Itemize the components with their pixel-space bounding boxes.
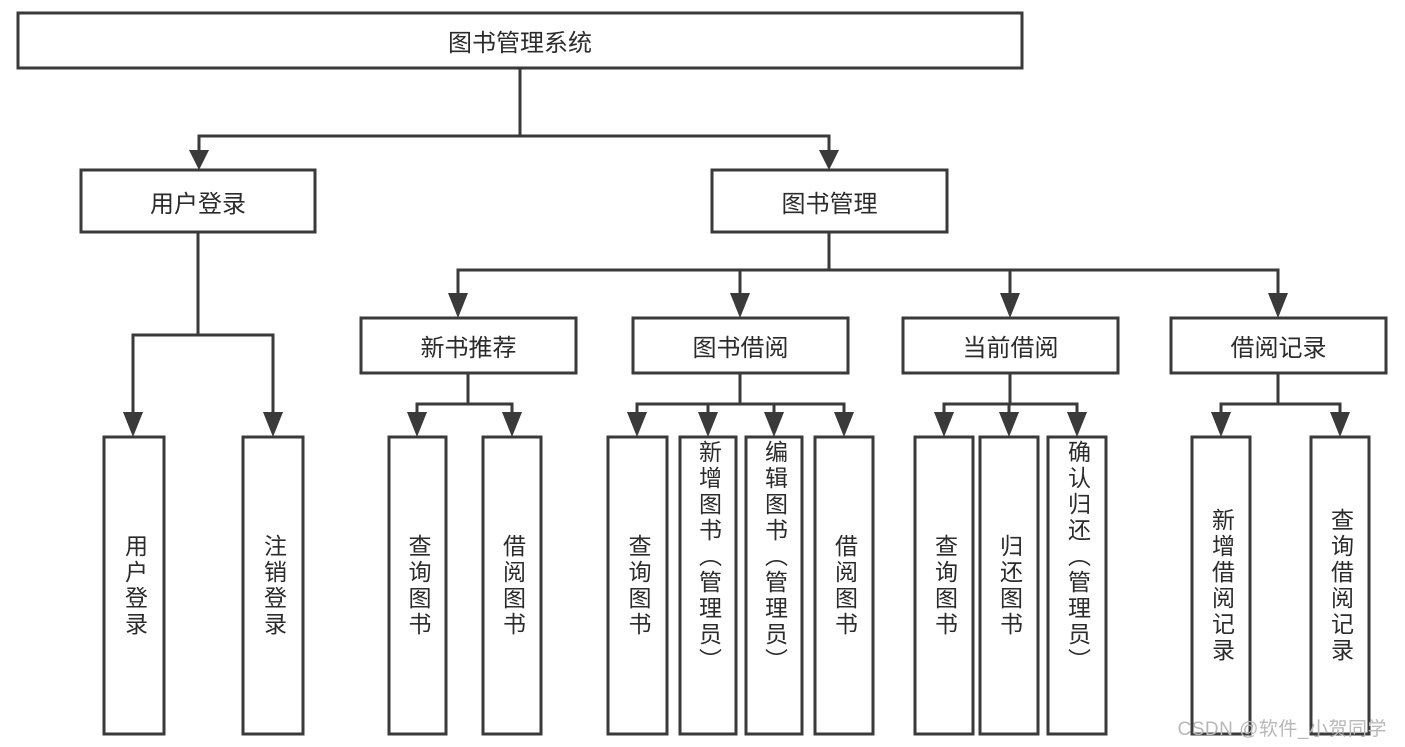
- node-box-new-book-recommend[interactable]: [359, 316, 578, 375]
- arrow-head-book-borrow: [730, 293, 750, 318]
- node-box-root[interactable]: [16, 11, 1024, 70]
- arrow-head-leaf-logout: [263, 412, 283, 437]
- watermark-text: CSDN @软件_小贺同学: [1177, 719, 1387, 740]
- arrow-head-user-login: [189, 150, 209, 170]
- arrow-head-current-borrow: [1000, 293, 1020, 318]
- arrow-head-cb-3: [1067, 412, 1087, 437]
- arrow-head-borrow-record: [1268, 293, 1288, 318]
- node-box-leaf-bb-add-book[interactable]: [678, 435, 738, 736]
- arrow-head-nb-2: [502, 412, 522, 437]
- arrow-head-new-book: [448, 293, 468, 318]
- node-box-user-login[interactable]: [79, 168, 317, 234]
- node-box-leaf-nb-borrow-book[interactable]: [481, 435, 543, 736]
- node-box-leaf-br-query-record[interactable]: [1309, 435, 1371, 736]
- node-box-leaf-cb-return-book[interactable]: [978, 435, 1040, 736]
- arrow-head-bb-3: [764, 412, 784, 437]
- arrow-head-bb-2: [698, 412, 718, 437]
- node-box-book-borrow[interactable]: [631, 316, 850, 375]
- node-box-leaf-user-login[interactable]: [102, 435, 166, 736]
- node-box-leaf-bb-query-book[interactable]: [606, 435, 669, 736]
- node-box-book-manage[interactable]: [710, 168, 949, 234]
- arrow-head-book-manage: [819, 150, 839, 170]
- node-box-borrow-record[interactable]: [1169, 316, 1388, 375]
- node-box-current-borrow[interactable]: [901, 316, 1120, 375]
- arrow-head-cb-2: [999, 412, 1019, 437]
- node-box-leaf-logout[interactable]: [241, 435, 305, 736]
- arrow-head-br-2: [1330, 412, 1350, 437]
- arrow-head-nb-1: [407, 412, 427, 437]
- arrow-head-leaf-user-login: [123, 412, 143, 437]
- arrow-head-bb-4: [834, 412, 854, 437]
- arrow-head-br-1: [1211, 412, 1231, 437]
- node-box-leaf-cb-confirm-return[interactable]: [1046, 435, 1108, 736]
- node-box-leaf-br-add-record[interactable]: [1190, 435, 1252, 736]
- arrow-head-cb-1: [934, 412, 954, 437]
- arrow-head-bb-1: [627, 412, 647, 437]
- node-box-leaf-cb-query-book[interactable]: [913, 435, 975, 736]
- node-box-leaf-bb-borrow-book[interactable]: [813, 435, 875, 736]
- node-box-leaf-bb-edit-book[interactable]: [744, 435, 804, 736]
- node-box-leaf-nb-query-book[interactable]: [387, 435, 448, 736]
